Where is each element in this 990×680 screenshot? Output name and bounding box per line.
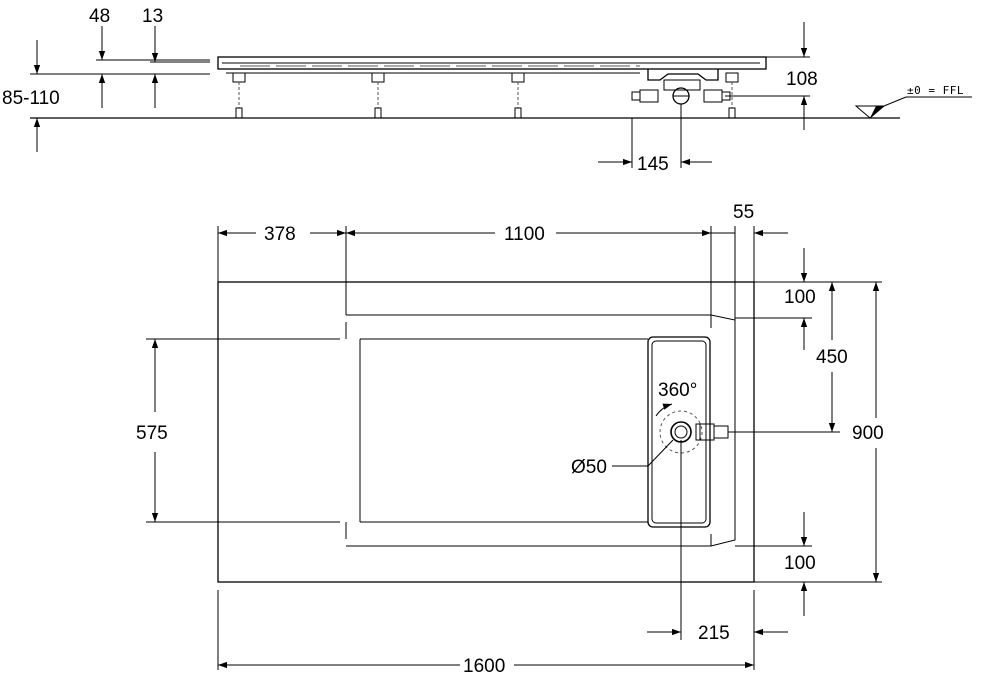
svg-text:48: 48: [89, 6, 110, 27]
svg-text:215: 215: [698, 623, 730, 644]
dim-85-110: 85-110: [2, 40, 60, 152]
dim-450: 450: [816, 282, 848, 432]
support-foot: [232, 72, 246, 119]
drain-diameter-label: Ø50: [571, 457, 607, 478]
svg-text:575: 575: [136, 423, 168, 444]
dim-378: 378: [218, 224, 346, 245]
dim-1600: 1600: [218, 656, 754, 677]
floor-level-label: ±0 = FFL: [907, 84, 964, 97]
rotation-label: 360°: [658, 380, 697, 401]
svg-text:13: 13: [142, 6, 163, 27]
svg-text:900: 900: [852, 423, 884, 444]
svg-text:450: 450: [816, 347, 848, 368]
svg-text:55: 55: [733, 202, 754, 223]
dim-55: 55: [711, 202, 788, 237]
dim-13: 13: [142, 6, 163, 108]
inner-recess: [346, 314, 736, 547]
svg-text:100: 100: [784, 553, 816, 574]
svg-text:85-110: 85-110: [2, 88, 60, 109]
plan-view: 360° Ø50 378 1100 55: [136, 202, 884, 677]
dim-100-bottom: 100: [784, 512, 816, 616]
drain-cover: [647, 336, 711, 528]
svg-text:1600: 1600: [463, 656, 505, 677]
drain-outlet: [655, 403, 729, 454]
svg-text:1100: 1100: [504, 224, 545, 245]
support-foot: [511, 72, 525, 119]
side-view: ±0 = FFL 85-110 48 13 108: [2, 6, 972, 175]
svg-text:108: 108: [786, 69, 818, 90]
svg-text:378: 378: [264, 224, 296, 245]
support-foot: [371, 72, 385, 119]
dim-108: 108: [725, 22, 818, 130]
dim-48: 48: [89, 6, 110, 108]
dim-100-top: 100: [784, 248, 816, 350]
svg-text:145: 145: [637, 154, 669, 175]
svg-text:100: 100: [784, 287, 816, 308]
dim-575: 575: [136, 339, 168, 522]
dim-145: 145: [598, 112, 712, 175]
dim-1100: 1100: [346, 224, 711, 245]
drain-trap: [631, 69, 731, 112]
dim-900: 900: [852, 282, 884, 582]
dim-215: 215: [647, 623, 788, 644]
floor-level-symbol: [854, 96, 972, 119]
tray-outline: [217, 281, 755, 583]
